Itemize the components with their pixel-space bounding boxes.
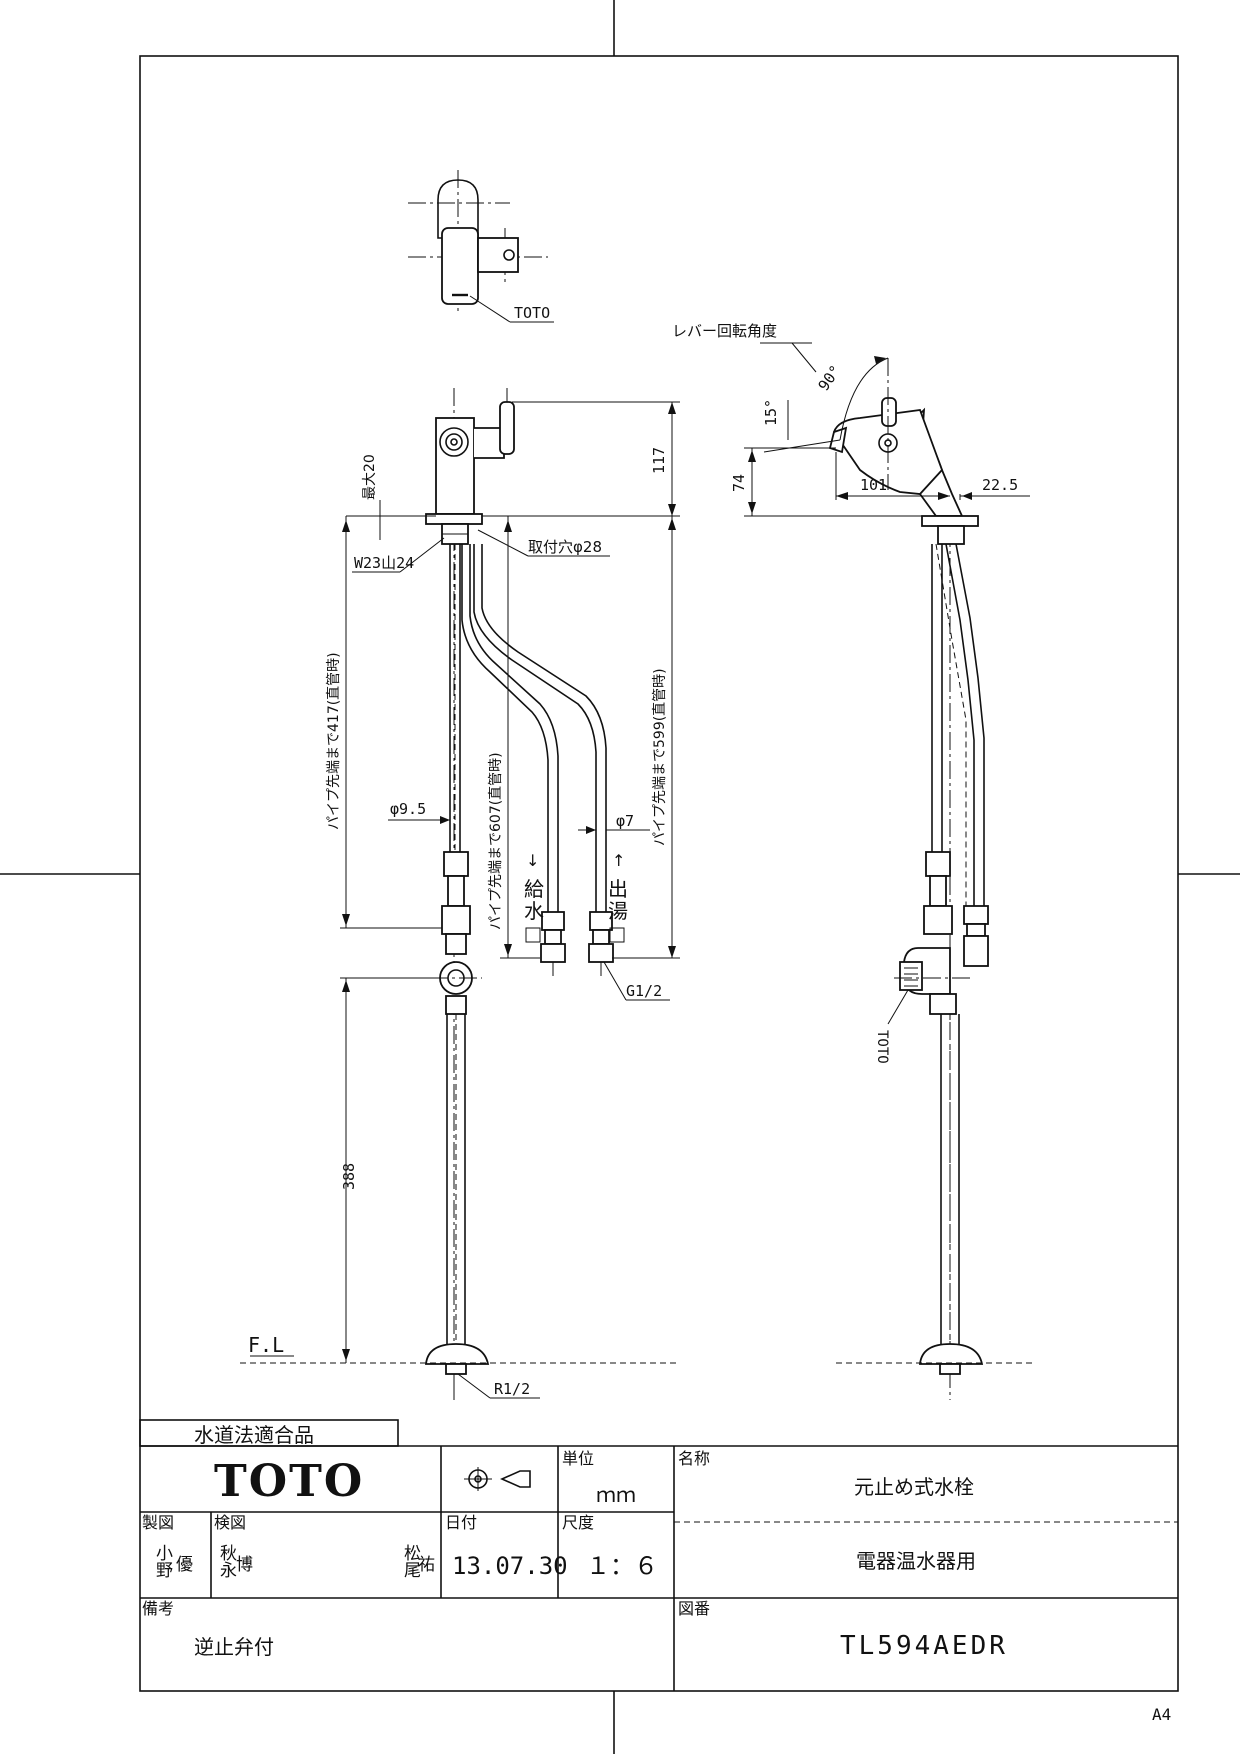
dim-74: 74 (730, 474, 748, 492)
supply-arrow: ↓ (526, 851, 539, 870)
scale-label: 尺度 (562, 1513, 594, 1532)
outlet-arrow: ↑ (612, 851, 625, 870)
supply-label-1: 給 (524, 877, 544, 901)
front-dimensions (250, 401, 680, 1399)
unit-value: ｍｍ (596, 1483, 636, 1507)
name-label: 名称 (678, 1449, 710, 1468)
toto-label-top: TOTO (514, 304, 550, 322)
toto-label-side: TOTO (874, 1030, 890, 1064)
approved-by-2: 祐 (418, 1555, 435, 1575)
dim-max-20: 最大20 (362, 454, 378, 500)
dim-g1-2: G1/2 (626, 982, 662, 1000)
angle-90: 90° (815, 362, 845, 395)
checked-label: 検図 (214, 1513, 246, 1532)
dim-pipe-607: パイプ先端まで607(直管時) (487, 752, 504, 930)
approved-by-1: 松尾 (400, 1544, 421, 1578)
floor-line-label: F.L (248, 1333, 284, 1357)
dim-r1-2: R1/2 (494, 1380, 530, 1398)
outlet-label-1: 出 (608, 877, 628, 901)
dim-w23: W23山24 (354, 554, 414, 572)
front-view (240, 388, 680, 1400)
angle-15: 15° (762, 399, 780, 426)
drafted-by-1: 小野 (152, 1544, 173, 1578)
projection-symbol (464, 1467, 531, 1491)
name-value: 元止め式水栓 (854, 1475, 974, 1499)
drafted-by-2: 優 (176, 1555, 193, 1575)
remarks-label: 備考 (142, 1599, 174, 1618)
supply-label-2: 水 (524, 899, 544, 923)
dim-117: 117 (650, 447, 668, 474)
date-value: 13.07.30 (452, 1552, 568, 1580)
sub-name-value: 電器温水器用 (856, 1549, 976, 1573)
top-view (408, 170, 554, 323)
drawing-no-label: 図番 (678, 1599, 710, 1618)
outlet-label-2: 湯 (608, 899, 628, 923)
dim-pipe-599: パイプ先端まで599(直管時) (651, 668, 668, 846)
drawing-no-value: TL594AEDR (840, 1631, 1008, 1661)
dim-pipe-417: パイプ先端まで417(直管時) (325, 652, 342, 830)
outlet-box (609, 927, 625, 943)
compliance-label: 水道法適合品 (194, 1423, 314, 1447)
date-label: 日付 (445, 1513, 477, 1532)
dim-101: 101 (860, 476, 887, 494)
scale-value: １：６ (586, 1552, 658, 1580)
drafted-label: 製図 (142, 1513, 174, 1532)
side-view (828, 358, 1032, 1400)
dim-22-5: 22.5 (982, 476, 1018, 494)
checked-by-2: 博 (236, 1555, 253, 1575)
checked-by-1: 秋永 (216, 1544, 237, 1578)
brand-logo: TOTO (214, 1456, 364, 1507)
remarks-value: 逆止弁付 (194, 1635, 274, 1659)
sheet-size: A4 (1152, 1705, 1171, 1724)
title-block-lines (139, 1419, 1178, 1691)
unit-label: 単位 (562, 1449, 594, 1468)
dim-388: 388 (340, 1163, 358, 1190)
supply-box (525, 927, 541, 943)
dim-phi-7: φ7 (616, 812, 634, 830)
lever-angle-label: レバー回転角度 (672, 322, 777, 340)
side-dimensions (744, 342, 1030, 517)
dim-phi-9-5: φ9.5 (390, 800, 426, 818)
dim-mount-hole: 取付穴φ28 (528, 538, 602, 556)
